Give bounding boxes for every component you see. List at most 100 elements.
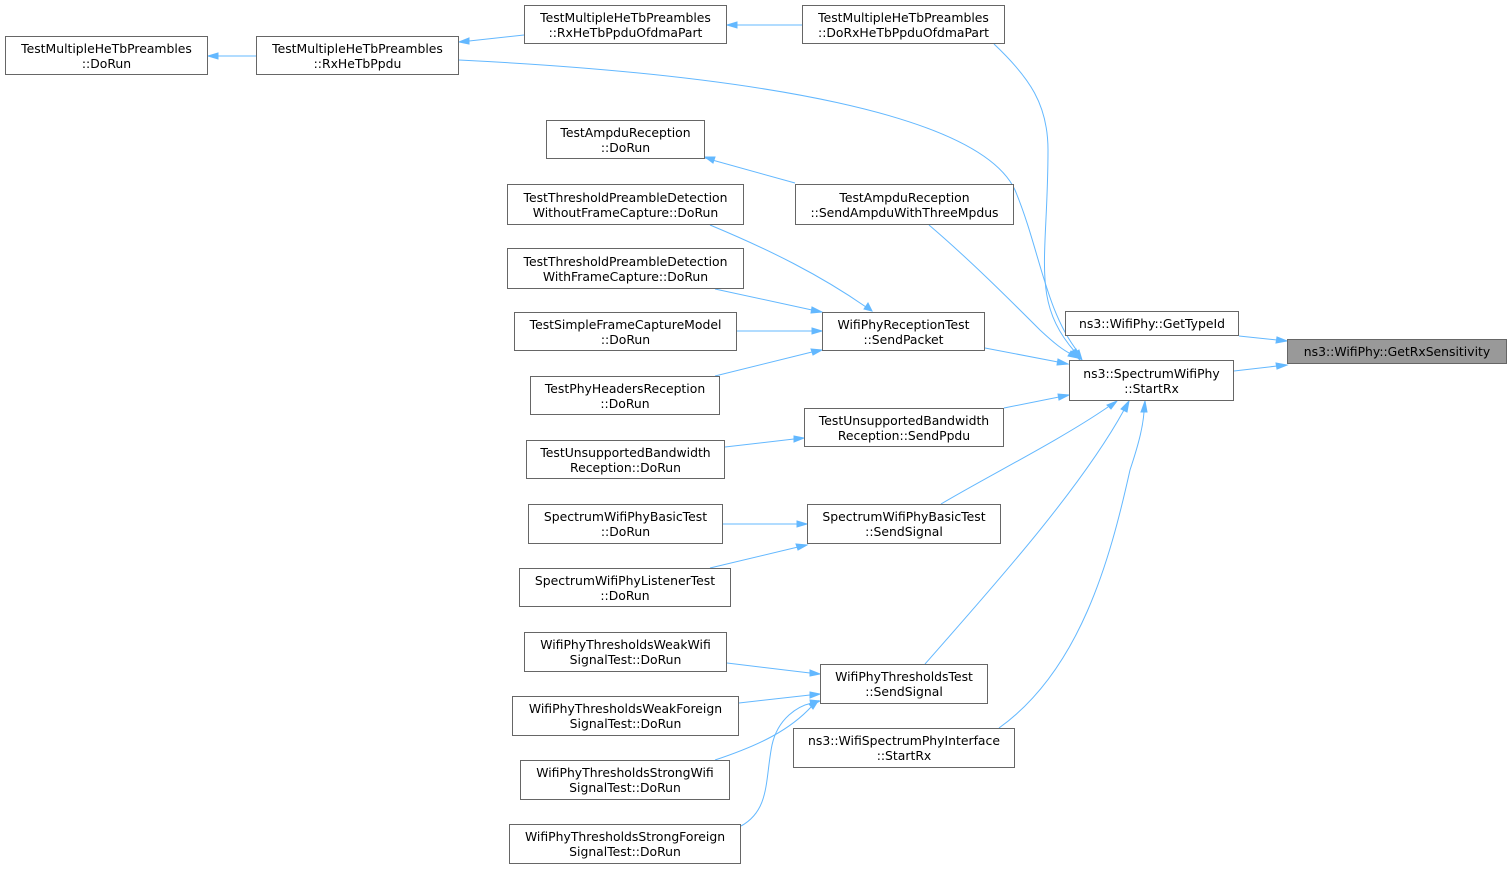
node-label: TestAmpduReception ::DoRun xyxy=(560,124,691,155)
edge-arrowhead xyxy=(810,306,824,314)
edge-reception_test_send_packet-to-phy_headers_reception xyxy=(714,348,824,377)
edge-start_rx-to-reception_test_send_packet xyxy=(984,347,1070,366)
node-multiple-he-tb-do-run[interactable]: TestMultipleHeTbPreambles ::DoRun xyxy=(5,36,208,75)
edge-arrowhead xyxy=(1056,358,1070,366)
node-thresholds-send-signal[interactable]: WifiPhyThresholdsTest ::SendSignal xyxy=(820,664,988,704)
node-threshold-without-capture[interactable]: TestThresholdPreambleDetection WithoutFr… xyxy=(507,184,744,225)
edge-line xyxy=(714,351,813,377)
node-ampdu-do-run[interactable]: TestAmpduReception ::DoRun xyxy=(546,120,705,159)
node-strong-foreign-do-run[interactable]: WifiPhyThresholdsStrongForeign SignalTes… xyxy=(509,824,741,864)
node-reception-test-send-packet[interactable]: WifiPhyReceptionTest ::SendPacket xyxy=(822,312,985,351)
node-start-rx[interactable]: ns3::SpectrumWifiPhy ::StartRx xyxy=(1069,360,1234,401)
edge-arrowhead xyxy=(206,52,219,60)
edge-arrowhead xyxy=(1275,336,1289,344)
node-label: WifiPhyThresholdsWeakWifi SignalTest::Do… xyxy=(540,637,711,667)
edge-start_rx-to-send_ampdu_with_three_mpdus xyxy=(928,224,1080,359)
node-threshold-with-capture[interactable]: TestThresholdPreambleDetection WithFrame… xyxy=(507,248,744,289)
edge-arrowhead xyxy=(1073,349,1083,362)
node-unsupported-bw-send-ppdu[interactable]: TestUnsupportedBandwidth Reception::Send… xyxy=(804,408,1004,447)
edge-line xyxy=(726,662,811,674)
node-label: WifiPhyThresholdsStrongForeign SignalTes… xyxy=(524,829,726,859)
edge-line xyxy=(714,288,813,311)
node-spectrum-phy-interface-start-rx[interactable]: ns3::WifiSpectrumPhyInterface ::StartRx xyxy=(793,728,1015,768)
edge-line xyxy=(724,438,795,448)
node-rx-he-tb-ppdu-ofdma-part[interactable]: TestMultipleHeTbPreambles ::RxHeTbPpduOf… xyxy=(524,5,727,44)
node-label: WifiPhyThresholdsTest ::SendSignal xyxy=(835,669,973,699)
node-spectrum-basic-send-signal[interactable]: SpectrumWifiPhyBasicTest ::SendSignal xyxy=(807,504,1001,544)
node-label: ns3::SpectrumWifiPhy ::StartRx xyxy=(1083,365,1220,396)
node-label: ns3::WifiPhy::GetTypeId xyxy=(1079,316,1225,331)
edge-arrowhead xyxy=(811,327,824,335)
node-label: SpectrumWifiPhyListenerTest ::DoRun xyxy=(534,572,716,603)
node-label: ns3::WifiSpectrumPhyInterface ::StartRx xyxy=(808,733,1000,763)
edge-line xyxy=(940,406,1109,505)
node-rx-he-tb-ppdu[interactable]: TestMultipleHeTbPreambles ::RxHeTbPpdu xyxy=(256,36,459,75)
edge-start_rx-to-spectrum_basic_send_signal xyxy=(940,399,1119,505)
node-get-type-id[interactable]: ns3::WifiPhy::GetTypeId xyxy=(1065,311,1239,336)
edge-line xyxy=(1238,335,1278,341)
edge-start_rx-to-unsupported_bw_send_ppdu xyxy=(1003,393,1071,409)
node-weak-wifi-do-run[interactable]: WifiPhyThresholdsWeakWifi SignalTest::Do… xyxy=(524,632,727,672)
node-phy-headers-reception[interactable]: TestPhyHeadersReception ::DoRun xyxy=(530,376,720,415)
node-get-rx-sensitivity: ns3::WifiPhy::GetRxSensitivity xyxy=(1287,339,1507,364)
edge-line xyxy=(714,705,813,761)
node-label: TestThresholdPreambleDetection WithoutFr… xyxy=(523,189,728,220)
edge-line xyxy=(740,702,813,827)
edge-thresholds_send_signal-to-weak_wifi_do_run xyxy=(726,662,822,677)
edge-line xyxy=(468,34,525,42)
node-simple-frame-capture[interactable]: TestSimpleFrameCaptureModel ::DoRun xyxy=(514,312,737,351)
node-label: ns3::WifiPhy::GetRxSensitivity xyxy=(1303,344,1491,359)
edge-arrowhead xyxy=(795,543,809,551)
node-label: TestMultipleHeTbPreambles ::DoRxHeTbPpdu… xyxy=(818,9,989,40)
edge-arrowhead xyxy=(1067,350,1080,359)
edge-arrowhead xyxy=(1275,362,1289,370)
edge-line xyxy=(1233,365,1278,372)
edge-line xyxy=(709,546,799,569)
node-label: TestMultipleHeTbPreambles ::RxHeTbPpduOf… xyxy=(540,9,711,40)
node-label: SpectrumWifiPhyBasicTest ::DoRun xyxy=(543,509,708,539)
edge-line xyxy=(924,409,1125,665)
edge-arrowhead xyxy=(809,699,822,707)
node-label: TestPhyHeadersReception ::DoRun xyxy=(544,380,706,411)
edge-line xyxy=(984,347,1059,363)
edge-line xyxy=(1003,396,1060,409)
edge-do_rx_he_tb_ppdu_ofdma_part-to-rx_he_tb_ppdu_ofdma_part xyxy=(725,21,802,29)
node-label: TestAmpduReception ::SendAmpduWithThreeM… xyxy=(810,189,999,220)
edge-arrowhead xyxy=(1140,399,1148,413)
node-label: WifiPhyReceptionTest ::SendPacket xyxy=(837,316,970,347)
edge-thresholds_send_signal-to-strong_foreign_do_run xyxy=(740,699,822,827)
node-label: TestUnsupportedBandwidth Reception::DoRu… xyxy=(540,444,711,475)
edge-line xyxy=(709,224,867,308)
node-label: TestSimpleFrameCaptureModel ::DoRun xyxy=(529,316,722,347)
edge-arrowhead xyxy=(796,520,809,528)
node-spectrum-listener-do-run[interactable]: SpectrumWifiPhyListenerTest ::DoRun xyxy=(519,568,731,607)
node-label: TestMultipleHeTbPreambles ::DoRun xyxy=(21,40,192,71)
node-label: TestThresholdPreambleDetection WithFrame… xyxy=(523,253,728,284)
edge-line xyxy=(458,59,1079,353)
node-strong-wifi-do-run[interactable]: WifiPhyThresholdsStrongWifi SignalTest::… xyxy=(520,760,730,800)
edge-arrowhead xyxy=(1057,393,1071,401)
edge-line xyxy=(738,694,811,704)
edge-arrowhead xyxy=(457,37,470,45)
node-weak-foreign-do-run[interactable]: WifiPhyThresholdsWeakForeign SignalTest:… xyxy=(512,696,739,736)
edge-line xyxy=(704,157,796,184)
edge-start_rx-to-rx_he_tb_ppdu xyxy=(458,59,1083,362)
edge-thresholds_send_signal-to-weak_foreign_do_run xyxy=(738,691,822,704)
edge-reception_test_send_packet-to-simple_frame_capture xyxy=(737,327,824,335)
edge-spectrum_basic_send_signal-to-spectrum_listener_do_run xyxy=(709,543,809,569)
edge-arrowhead xyxy=(1106,399,1119,410)
node-send-ampdu-with-three-mpdus[interactable]: TestAmpduReception ::SendAmpduWithThreeM… xyxy=(795,184,1014,225)
node-spectrum-basic-do-run[interactable]: SpectrumWifiPhyBasicTest ::DoRun xyxy=(528,504,723,544)
edge-start_rx-to-spectrum_phy_interface_start_rx xyxy=(998,399,1148,729)
node-unsupported-bw-do-run[interactable]: TestUnsupportedBandwidth Reception::DoRu… xyxy=(526,440,725,479)
edge-get_rx_sensitivity-to-get_type_id xyxy=(1238,335,1289,344)
node-label: TestMultipleHeTbPreambles ::RxHeTbPpdu xyxy=(272,40,443,71)
node-do-rx-he-tb-ppdu-ofdma-part[interactable]: TestMultipleHeTbPreambles ::DoRxHeTbPpdu… xyxy=(802,5,1005,44)
edge-get_rx_sensitivity-to-start_rx xyxy=(1233,362,1289,372)
edge-line xyxy=(998,411,1145,729)
edge-arrowhead xyxy=(793,435,806,443)
edge-send_ampdu_with_three_mpdus-to-ampdu_do_run xyxy=(703,156,796,184)
edge-rx_he_tb_ppdu-to-multiple_he_tb_do_run xyxy=(206,52,256,60)
edge-reception_test_send_packet-to-threshold_with_capture xyxy=(714,288,824,314)
